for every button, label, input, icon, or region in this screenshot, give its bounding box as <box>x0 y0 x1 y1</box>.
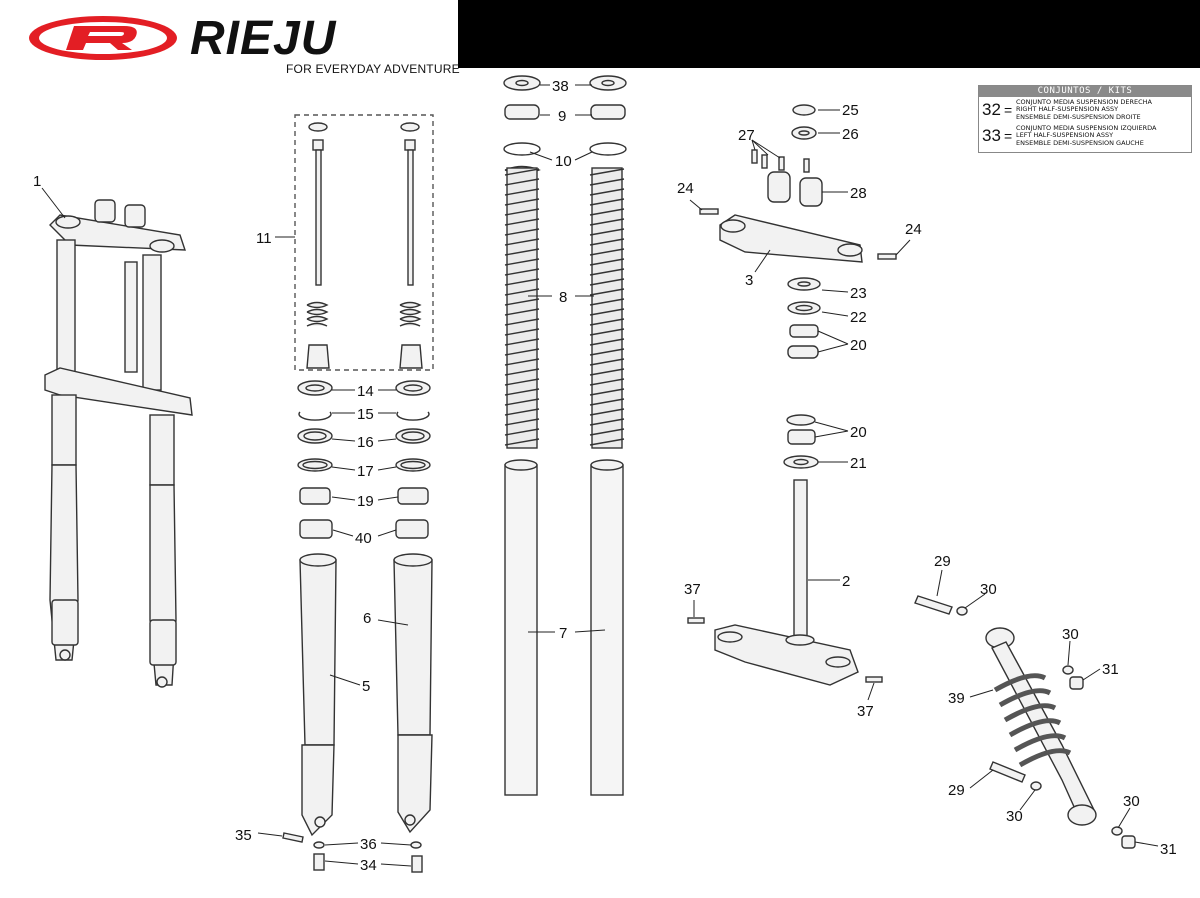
callout: 1 <box>33 173 41 190</box>
callout: 21 <box>850 455 867 472</box>
callout: 16 <box>357 434 374 451</box>
callout: 25 <box>842 102 859 119</box>
kit-number: 32 <box>982 100 1001 119</box>
lower-fork-legs-drawing <box>299 553 433 837</box>
kit-desc-line: LEFT HALF-SUSPENSION ASSY <box>1016 131 1114 140</box>
callout: 28 <box>850 185 867 202</box>
kits-legend: CONJUNTOS / KITS 32 = CONJUNTO MEDIA SUS… <box>978 85 1192 153</box>
callout: 30 <box>1062 626 1079 643</box>
callout: 19 <box>357 493 374 510</box>
callout: 2 <box>842 573 850 590</box>
upper-triple-clamp-drawing <box>699 104 897 359</box>
callout: 23 <box>850 285 867 302</box>
callout-labels: 1 38 9 10 11 8 14 15 16 17 19 40 6 5 7 3… <box>33 78 1177 874</box>
kit-desc-line: CONJUNTO MEDIA SUSPENSION DERECHA <box>1016 97 1152 106</box>
callout: 29 <box>934 553 951 570</box>
callout: 40 <box>355 530 372 547</box>
kit-number: 33 <box>982 126 1001 145</box>
kits-legend-header: CONJUNTOS / KITS <box>979 86 1191 97</box>
callout: 10 <box>555 153 572 170</box>
callout: 17 <box>357 463 374 480</box>
callout: 20 <box>850 337 867 354</box>
kit-desc-line: CONJUNTO MEDIA SUSPENSION IZQUIERDA <box>1016 123 1157 132</box>
callout: 24 <box>677 180 694 197</box>
callout: 20 <box>850 424 867 441</box>
callout: 30 <box>1123 793 1140 810</box>
callout: 37 <box>684 581 701 598</box>
fork-spring-tube-drawing <box>503 75 627 796</box>
callout: 29 <box>948 782 965 799</box>
kit-desc-line: ENSEMBLE DEMI-SUSPENSION GAUCHE <box>1016 138 1144 147</box>
callout: 5 <box>362 678 370 695</box>
callout: 7 <box>559 625 567 642</box>
callout: 38 <box>552 78 569 95</box>
callout: 3 <box>745 272 753 289</box>
callout: 15 <box>357 406 374 423</box>
callout: 6 <box>363 610 371 627</box>
callout: 24 <box>905 221 922 238</box>
callout: 11 <box>256 230 272 247</box>
callout: 30 <box>1006 808 1023 825</box>
callout: 37 <box>857 703 874 720</box>
rear-shock-drawing <box>914 595 1136 849</box>
rieju-logo <box>29 16 177 60</box>
header-bar <box>458 0 1200 68</box>
kit-desc-line: ENSEMBLE DEMI-SUSPENSION DROITE <box>1016 112 1141 121</box>
leader-lines <box>41 84 1159 867</box>
brand-tagline: FOR EVERYDAY ADVENTURE <box>286 62 460 76</box>
bottom-bolts-drawing <box>282 832 423 873</box>
kit-equals: = <box>1004 102 1013 118</box>
kit-row-33: 33 = CONJUNTO MEDIA SUSPENSION IZQUIERDA… <box>979 123 1191 149</box>
callout: 34 <box>360 857 377 874</box>
seal-stack-drawing <box>297 380 431 539</box>
callout: 39 <box>948 690 965 707</box>
callout: 35 <box>235 827 252 844</box>
logo-wordmark: RIEJU <box>190 12 337 65</box>
callout: 26 <box>842 126 859 143</box>
kit-description: CONJUNTO MEDIA SUSPENSION IZQUIERDA LEFT… <box>1016 123 1157 148</box>
callout: 36 <box>360 836 377 853</box>
callout: 30 <box>980 581 997 598</box>
callout: 14 <box>357 383 374 400</box>
kit-description: CONJUNTO MEDIA SUSPENSION DERECHA RIGHT … <box>1016 97 1152 122</box>
callout: 22 <box>850 309 867 326</box>
callout: 27 <box>738 127 755 144</box>
fork-assembly-drawing <box>44 199 193 688</box>
callout: 9 <box>558 108 566 125</box>
callout: 31 <box>1160 841 1177 858</box>
callout: 8 <box>559 289 567 306</box>
kit-desc-line: RIGHT HALF-SUSPENSION ASSY <box>1016 105 1119 114</box>
callout: 31 <box>1102 661 1119 678</box>
cartridge-kit-drawing <box>306 122 423 369</box>
kit-equals: = <box>1004 128 1013 144</box>
kit-row-32: 32 = CONJUNTO MEDIA SUSPENSION DERECHA R… <box>979 97 1191 123</box>
